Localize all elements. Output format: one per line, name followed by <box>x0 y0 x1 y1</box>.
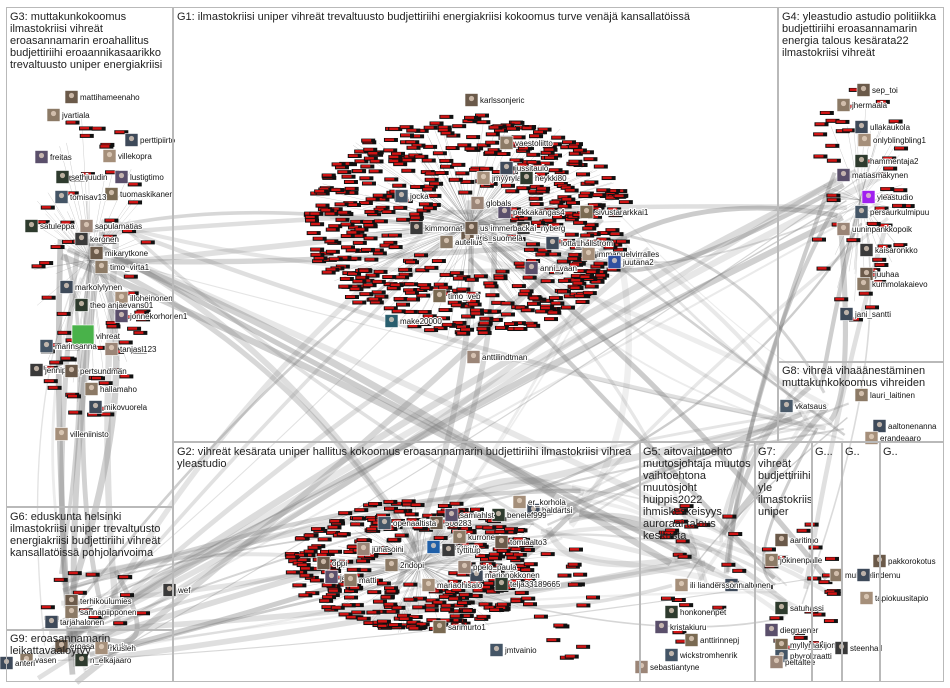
group-box-g7: G7: vihreät budjettiriihi yle ilmastokri… <box>755 442 812 682</box>
group-label-g4: G4: yleastudio astudio politiikka budjet… <box>782 11 942 73</box>
group-box-g4: G4: yleastudio astudio politiikka budjet… <box>778 7 944 362</box>
group-box-g9: G9: eroasannamarin leikattavaaloytyy <box>6 630 173 682</box>
group-box-g6: G6: eduskunta helsinki ilmastokriisi uni… <box>6 507 173 630</box>
group-box-g10: G... <box>812 442 842 682</box>
group-box-g1: G1: ilmastokriisi uniper vihreät trevalt… <box>173 7 778 442</box>
group-box-g11: G.. <box>842 442 880 682</box>
group-label-g6: G6: eduskunta helsinki ilmastokriisi uni… <box>10 511 170 573</box>
group-label-g12: G.. <box>883 446 943 459</box>
group-label-g2: G2: vihreät kesärata uniper hallitus kok… <box>177 446 637 472</box>
group-label-g1: G1: ilmastokriisi uniper vihreät trevalt… <box>177 11 777 24</box>
group-box-g2: G2: vihreät kesärata uniper hallitus kok… <box>173 442 640 682</box>
group-label-g9: G9: eroasannamarin leikattavaaloytyy <box>10 633 170 659</box>
group-label-g3: G3: muttakunkokoomus ilmastokriisi vihre… <box>10 11 170 85</box>
group-label-g11: G.. <box>845 446 879 459</box>
group-label-g8: G8: vihreä vihaäänestäminen muttakunkoko… <box>782 365 942 391</box>
group-label-g10: G... <box>815 446 843 459</box>
group-box-g12: G.. <box>880 442 944 682</box>
group-label-g5: G5: aitovaihtoehto muutosjohtaja muutos … <box>643 446 754 556</box>
group-box-g8: G8: vihreä vihaäänestäminen muttakunkoko… <box>778 362 944 442</box>
group-box-g5: G5: aitovaihtoehto muutosjohtaja muutos … <box>640 442 755 682</box>
group-box-g3: G3: muttakunkokoomus ilmastokriisi vihre… <box>6 7 173 507</box>
group-label-g7: G7: vihreät budjettiriihi yle ilmastokri… <box>758 446 811 532</box>
